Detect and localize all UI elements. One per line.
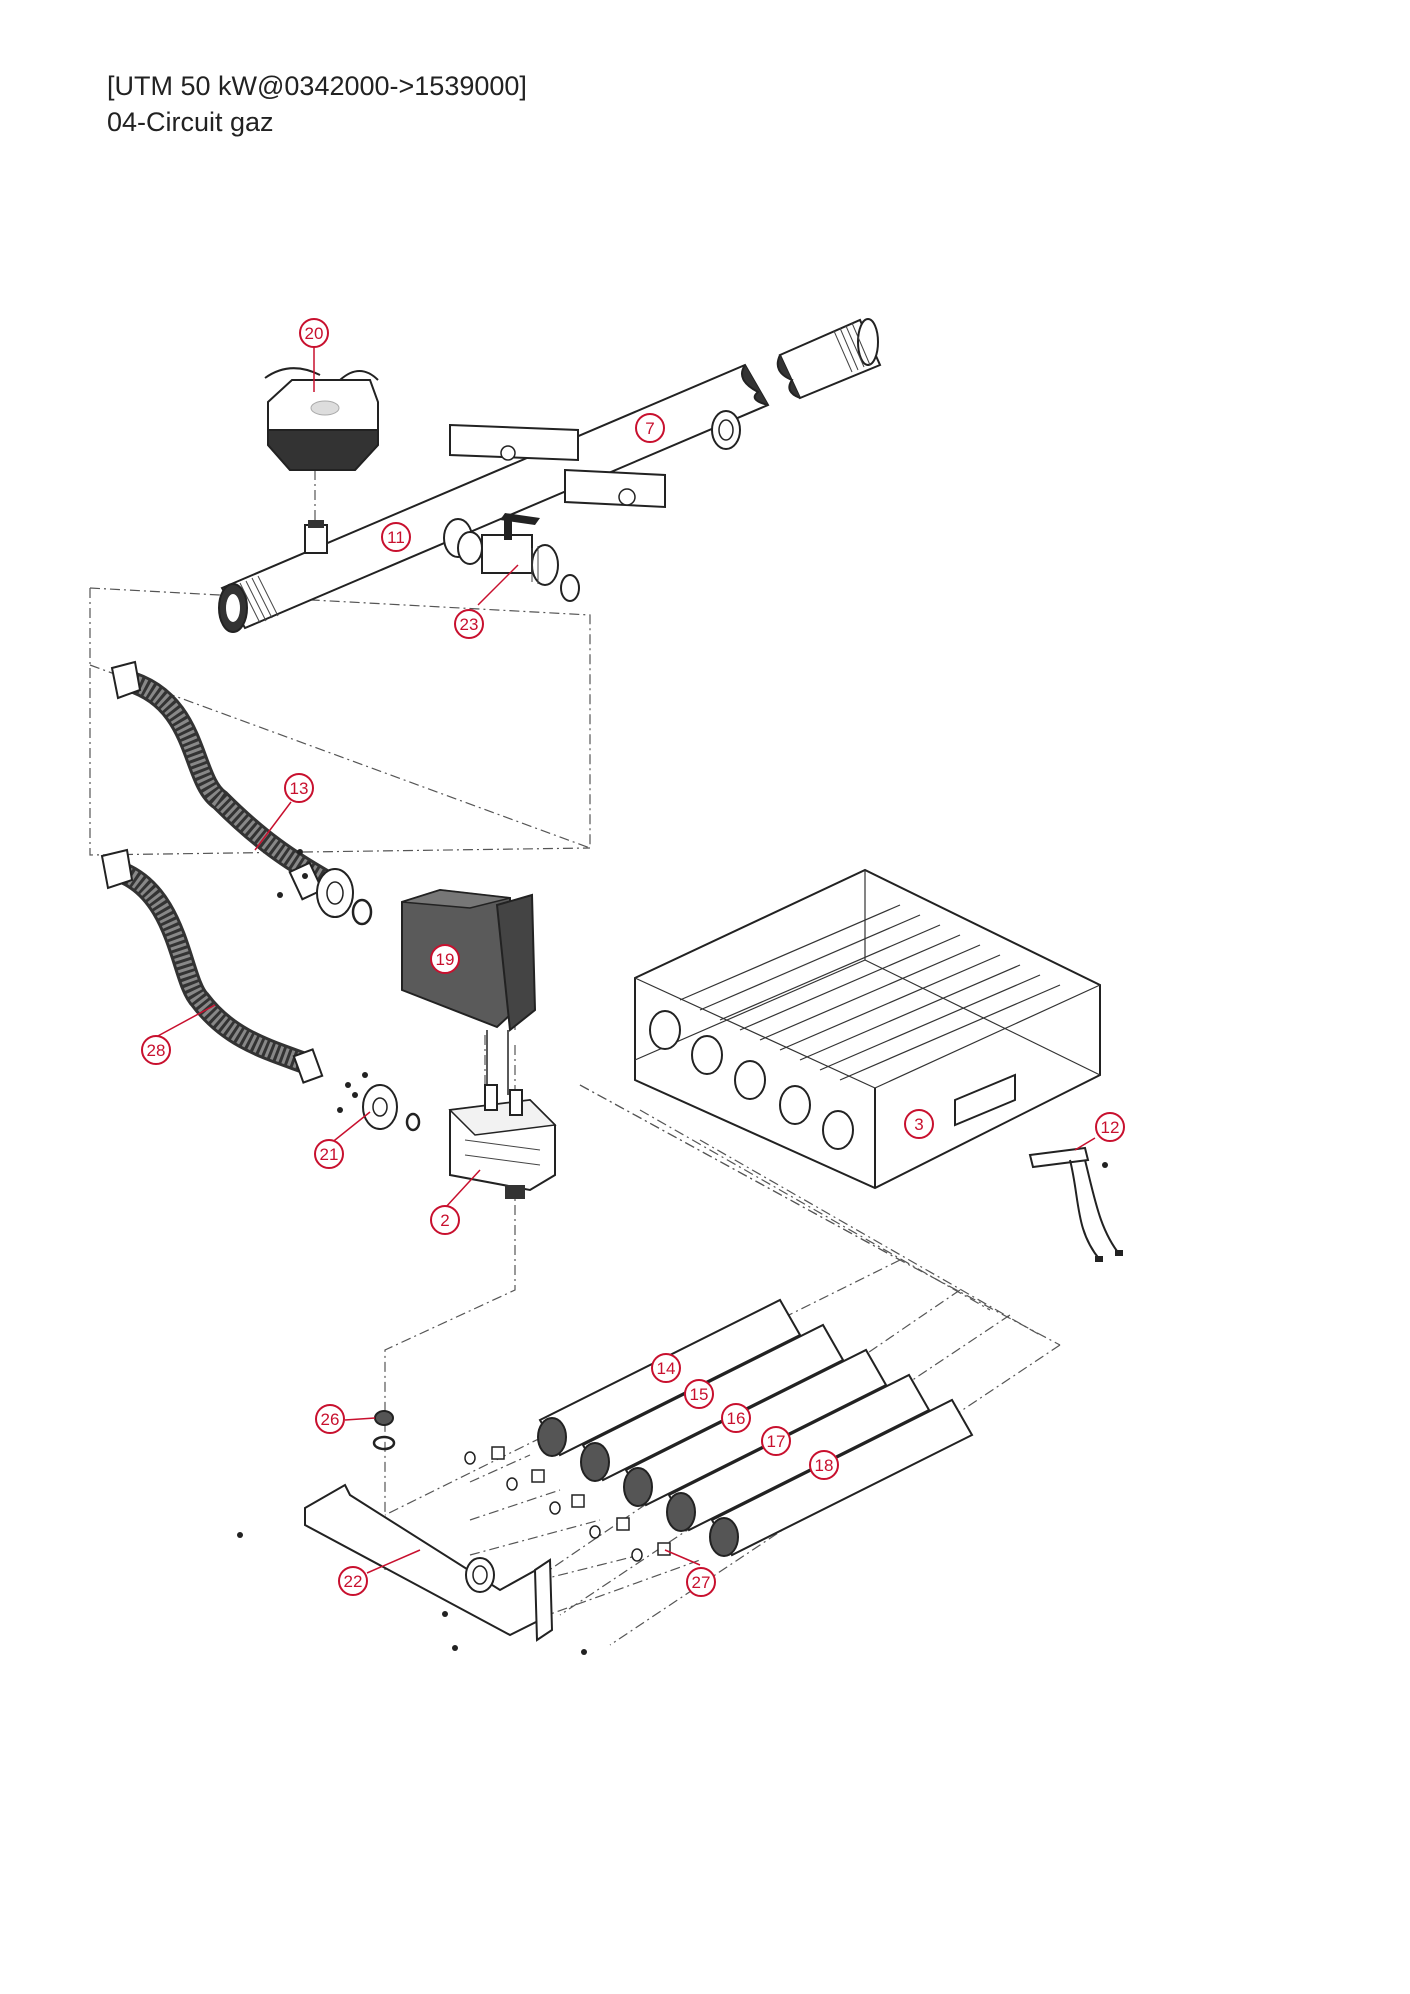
callout-15: 15 [684, 1379, 714, 1409]
svg-text:13: 13 [290, 779, 309, 798]
callout-13: 13 [284, 773, 314, 803]
svg-text:18: 18 [815, 1456, 834, 1475]
callout-3: 3 [904, 1109, 934, 1139]
flexible-gas-hose-upper [110, 660, 373, 926]
ignition-electrode [1028, 1146, 1123, 1262]
pressure-switch [264, 367, 379, 471]
callout-2: 2 [430, 1205, 460, 1235]
svg-text:21: 21 [320, 1145, 339, 1164]
callout-27: 27 [686, 1567, 716, 1597]
svg-text:22: 22 [344, 1572, 363, 1591]
union-nut [711, 410, 741, 450]
burner-tubes [537, 1298, 974, 1557]
svg-text:12: 12 [1101, 1118, 1120, 1137]
svg-text:11: 11 [387, 528, 405, 547]
burner-tube [623, 1348, 888, 1507]
callout-11: 11 [381, 522, 411, 552]
callout-14: 14 [651, 1353, 681, 1383]
svg-text:14: 14 [657, 1359, 676, 1378]
svg-text:20: 20 [305, 324, 324, 343]
burner-slots [679, 904, 1061, 1081]
callout-19: 19 [430, 944, 460, 974]
gasket-26 [372, 1410, 396, 1451]
callout-16: 16 [721, 1403, 751, 1433]
svg-text:26: 26 [321, 1410, 340, 1429]
callout-28: 28 [141, 1035, 171, 1065]
burner-tube [580, 1323, 845, 1482]
svg-text:3: 3 [914, 1115, 923, 1134]
model-title: [UTM 50 kW@0342000->1539000] [107, 71, 527, 101]
svg-text:16: 16 [727, 1409, 746, 1428]
combustion-chamber-tray [634, 868, 1101, 1190]
svg-text:7: 7 [645, 419, 654, 438]
gas-valve-block [448, 1084, 557, 1199]
burner-tube [666, 1373, 931, 1532]
callout-18: 18 [809, 1450, 839, 1480]
ignition-control-box [401, 888, 537, 1095]
callout-20: 20 [299, 318, 329, 348]
callout-12: 12 [1095, 1112, 1125, 1142]
pressure-fitting [304, 520, 328, 554]
injector-manifold-bar [304, 1483, 554, 1642]
burner-tube [709, 1398, 974, 1557]
pipe-thread [239, 575, 279, 624]
svg-text:17: 17 [767, 1432, 786, 1451]
svg-text:27: 27 [692, 1573, 711, 1592]
svg-text:28: 28 [147, 1041, 166, 1060]
burner-holes [649, 1010, 854, 1150]
pipe-extension-nipple [776, 318, 882, 400]
svg-text:23: 23 [460, 615, 479, 634]
callout-7: 7 [635, 413, 665, 443]
flexible-gas-hose-lower [100, 848, 324, 1084]
gas-manifold-pipe [218, 363, 770, 633]
svg-text:15: 15 [690, 1385, 709, 1404]
callout-23: 23 [454, 609, 484, 639]
mounting-bracket-upper [449, 423, 579, 462]
callout-21: 21 [314, 1139, 344, 1169]
callout-leaders [155, 347, 1096, 1574]
page-header: [UTM 50 kW@0342000->1539000] 04-Circuit … [107, 68, 527, 140]
svg-text:19: 19 [436, 950, 455, 969]
injectors [464, 1446, 671, 1562]
screws [237, 849, 1108, 1655]
gas-valve-flange [362, 1084, 421, 1132]
callout-26: 26 [315, 1404, 345, 1434]
mounting-bracket-lower [564, 468, 666, 509]
section-title: 04-Circuit gaz [107, 107, 274, 137]
gas-ball-valve [443, 513, 580, 602]
callout-17: 17 [761, 1426, 791, 1456]
svg-text:2: 2 [440, 1211, 449, 1230]
callout-22: 22 [338, 1566, 368, 1596]
